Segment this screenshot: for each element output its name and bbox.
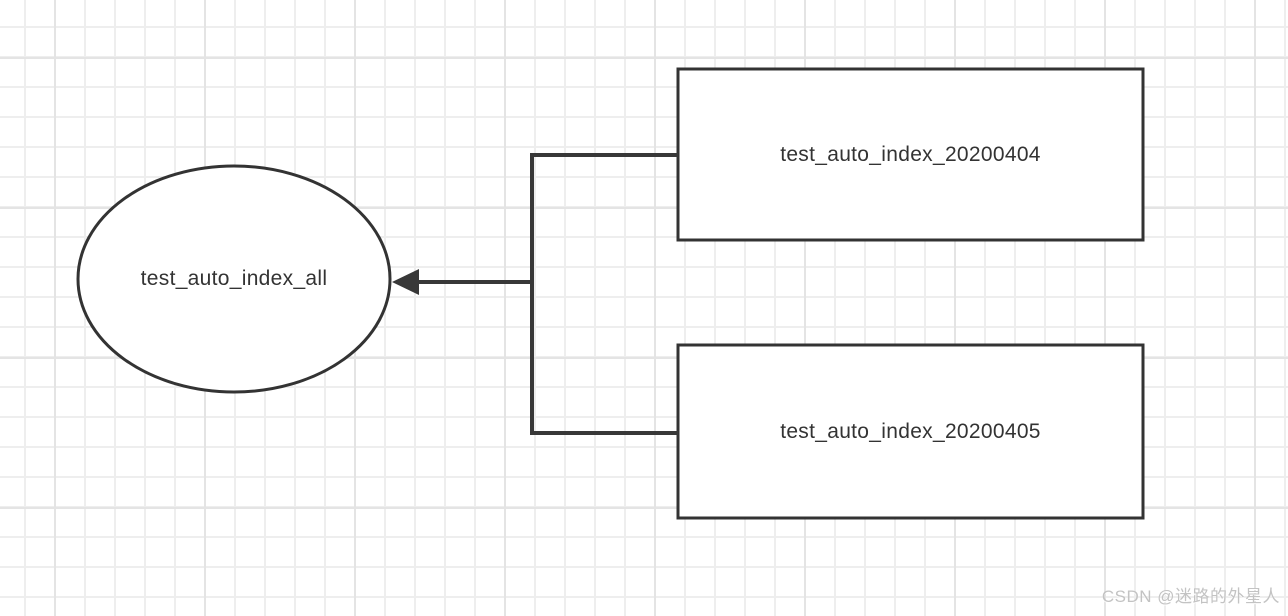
node-label-20200404[interactable]: test_auto_index_20200404: [780, 142, 1041, 166]
edge-arrowhead-icon: [392, 269, 419, 295]
node-label-20200405[interactable]: test_auto_index_20200405: [780, 419, 1041, 443]
watermark-text: CSDN @迷路的外星人: [1101, 587, 1280, 606]
node-rect-20200404[interactable]: [676, 67, 1145, 242]
node-rect-20200405[interactable]: [676, 343, 1145, 520]
node-ellipse-all[interactable]: [76, 164, 392, 394]
edge-connector-bracket[interactable]: [530, 153, 678, 435]
node-label-all[interactable]: test_auto_index_all: [140, 267, 328, 290]
